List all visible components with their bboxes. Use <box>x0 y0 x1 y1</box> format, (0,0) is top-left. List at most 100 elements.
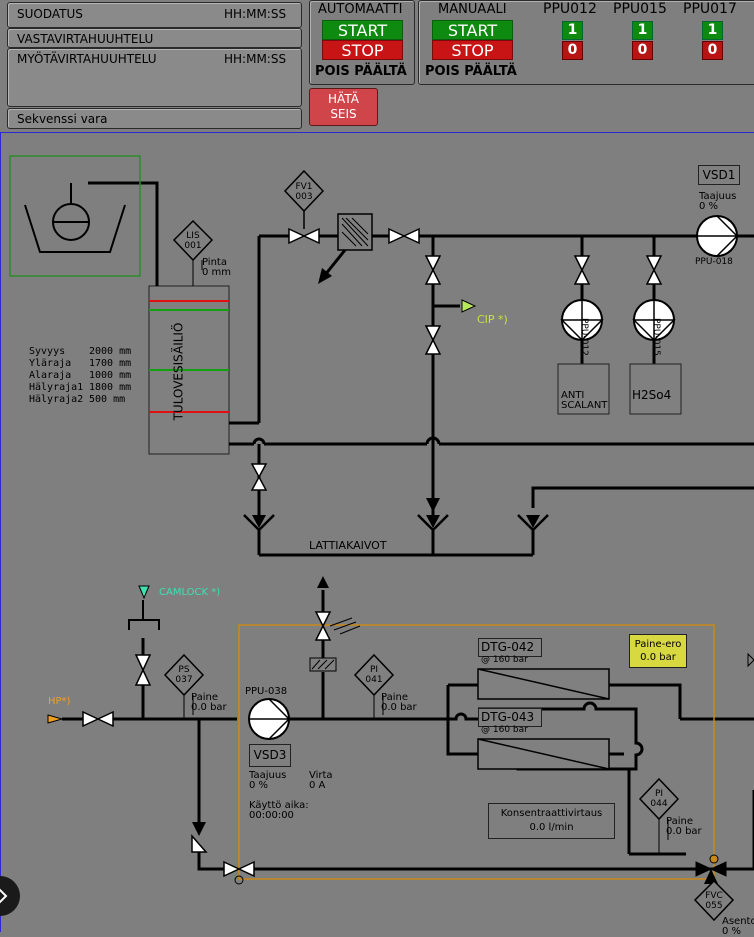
camlock-label: CAMLOCK *) <box>159 587 221 598</box>
left-border <box>0 132 1 932</box>
paine-ero-value: 0.0 bar <box>640 652 676 663</box>
pi044-line1: PI <box>654 789 664 799</box>
tank-param-alaraja-label: Alaraja <box>29 370 72 381</box>
sequence-vara-label: Sekvenssi vara <box>17 112 108 126</box>
auto-stop-button[interactable]: STOP <box>322 40 403 60</box>
fv1-line2: 003 <box>295 192 313 202</box>
fvc-055-tag[interactable]: FVC 055 <box>700 891 728 911</box>
sequence-vara[interactable]: Sekvenssi vara <box>7 108 302 129</box>
manual-start-button[interactable]: START <box>432 20 513 40</box>
tank-param-halyraja2-value: 500 mm <box>89 394 126 405</box>
fvc055-line1: FVC <box>705 891 723 901</box>
sequence-suodatus[interactable]: SUODATUS HH:MM:SS <box>7 2 302 28</box>
fvc055-asento-label: Asento <box>722 916 754 927</box>
fvc055-line2: 055 <box>705 901 723 911</box>
ppu015-on-button[interactable]: 1 <box>632 21 653 40</box>
lis-001-tag[interactable]: LIS 001 <box>179 231 207 251</box>
ppu015-status-label: PPU015 <box>613 1 667 17</box>
tank-param-ylaraja-label: Yläraja <box>29 358 72 369</box>
pi041-line1: PI <box>369 665 379 675</box>
fv1-003-tag[interactable]: FV1 003 <box>290 182 318 202</box>
tank-param-ylaraja-value: 1700 mm <box>89 358 132 369</box>
tank-param-syvyys-value: 2000 mm <box>89 346 132 357</box>
ppu018-label: PPU-018 <box>695 257 733 267</box>
ppu012-label: PPU-012 <box>579 318 589 356</box>
dtg042-pressure: @ 160 bar <box>481 655 528 665</box>
emergency-stop-button[interactable]: HÄTÄ SEIS <box>309 88 378 126</box>
pi044-line2: 044 <box>650 799 668 809</box>
ppu038-label: PPU-038 <box>245 686 288 697</box>
pi041-line2: 041 <box>365 675 383 685</box>
dtg043-label[interactable]: DTG-043 <box>478 708 542 727</box>
vsd3-taajuus-label: Taajuus <box>249 770 287 781</box>
header-divider <box>0 132 754 133</box>
pi041-paine-label: Paine <box>381 692 408 703</box>
vsd1-taajuus-value: 0 % <box>699 201 719 212</box>
tank-param-alaraja-value: 1000 mm <box>89 370 132 381</box>
tank-param-halyraja2-label: Hälyraja2 <box>29 394 84 405</box>
lis-pinta-label: Pinta <box>202 257 227 268</box>
lis-line2: 001 <box>184 241 202 251</box>
sequence-myotavirta[interactable]: MYÖTÄVIRTAHUUHTELU HH:MM:SS <box>7 48 302 107</box>
pi044-paine-label: Paine <box>666 816 693 827</box>
lis-pinta-value: 0 mm <box>202 267 232 278</box>
pi041-paine-value: 0.0 bar <box>381 702 417 713</box>
ppu017-off-button[interactable]: 0 <box>702 41 723 60</box>
cip-label: CIP *) <box>477 313 508 326</box>
vsd3-kaytto-label: Käyttö aika: <box>249 800 309 811</box>
sequence-vastavirta-label: VASTAVIRTAHUUHTELU <box>17 32 154 46</box>
tank-param-halyraja1-value: 1800 mm <box>89 382 132 393</box>
fv1-line1: FV1 <box>295 182 313 192</box>
tank-param-syvyys-label: Syvyys <box>29 346 66 357</box>
vsd1-box[interactable]: VSD1 <box>698 165 740 185</box>
ps-037-tag[interactable]: PS 037 <box>170 665 198 685</box>
paine-ero-label: Paine-ero <box>634 639 682 650</box>
auto-start-button[interactable]: START <box>322 20 403 40</box>
estop-line2: SEIS <box>330 107 357 121</box>
manual-status: POIS PÄÄLTÄ <box>425 64 517 79</box>
vsd3-virta-value: 0 A <box>309 780 326 791</box>
ppu015-off-button[interactable]: 0 <box>632 41 653 60</box>
dtg043-pressure: @ 160 bar <box>481 725 528 735</box>
hp-label: HP*) <box>48 696 71 707</box>
automaatti-panel: AUTOMAATTI START STOP POIS PÄÄLTÄ <box>309 0 415 85</box>
lis-line1: LIS <box>186 231 200 241</box>
h2so4-label: H2So4 <box>632 388 672 402</box>
paine-ero-box: Paine-ero 0.0 bar <box>629 634 687 668</box>
sequence-myotavirta-label: MYÖTÄVIRTAHUUHTELU <box>17 52 157 66</box>
ppu012-status-label: PPU012 <box>543 1 597 17</box>
ppu012-on-button[interactable]: 1 <box>562 21 583 40</box>
konsentraatti-value: 0.0 l/min <box>529 822 574 833</box>
tank-name: TULOVESISÄILIÖ <box>171 322 186 421</box>
vsd1-taajuus-label: Taajuus <box>699 191 737 202</box>
ps037-paine-label: Paine <box>191 692 218 703</box>
pi-044-tag[interactable]: PI 044 <box>645 789 673 809</box>
konsentraatti-box: Konsentraattivirtaus 0.0 l/min <box>488 803 615 839</box>
sequence-myotavirta-time: HH:MM:SS <box>224 52 287 66</box>
ppu012-off-button[interactable]: 0 <box>562 41 583 60</box>
estop-line1: HÄTÄ <box>328 92 359 106</box>
automaatti-title: AUTOMAATTI <box>318 2 403 17</box>
anti-scalant-line2: SCALANT <box>561 400 608 411</box>
auto-status: POIS PÄÄLTÄ <box>315 64 407 79</box>
ppu017-status-label: PPU017 <box>683 1 737 17</box>
sequence-vastavirta[interactable]: VASTAVIRTAHUUHTELU <box>7 28 302 48</box>
vsd3-kaytto-value: 00:00:00 <box>249 810 294 821</box>
manuaali-title: MANUAALI <box>438 2 507 17</box>
pi-041-tag[interactable]: PI 041 <box>360 665 388 685</box>
tank-param-halyraja1-label: Hälyraja1 <box>29 382 84 393</box>
lattiakaivot-label: LATTIAKAIVOT <box>309 539 387 552</box>
dtg042-label[interactable]: DTG-042 <box>478 638 542 657</box>
sequence-suodatus-time: HH:MM:SS <box>224 7 287 21</box>
vsd3-taajuus-value: 0 % <box>249 780 269 791</box>
konsentraatti-label: Konsentraattivirtaus <box>500 808 603 819</box>
ppu015-label: PPU-015 <box>651 318 661 356</box>
ppu017-on-button[interactable]: 1 <box>702 21 723 40</box>
sequence-suodatus-label: SUODATUS <box>17 7 83 21</box>
vsd3-box[interactable]: VSD3 <box>249 744 291 767</box>
vsd3-virta-label: Virta <box>309 770 333 781</box>
manual-stop-button[interactable]: STOP <box>432 40 513 60</box>
ps037-line1: PS <box>178 665 190 675</box>
manuaali-panel: MANUAALI START STOP POIS PÄÄLTÄ PPU012 P… <box>418 0 754 85</box>
